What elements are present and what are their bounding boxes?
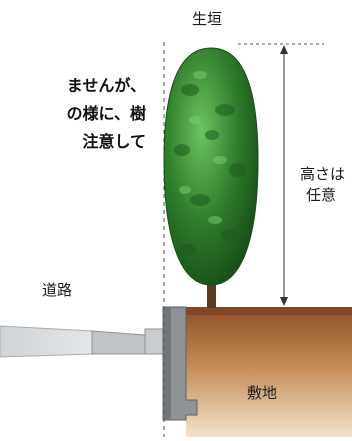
road-surface xyxy=(0,325,164,358)
hedge-tree xyxy=(163,47,259,308)
road-label: 道路 xyxy=(42,281,73,299)
site-label: 敷地 xyxy=(247,384,278,402)
body-text-line-3: 注意して xyxy=(82,132,146,151)
height-dimension-arrow xyxy=(280,45,288,306)
retaining-wall xyxy=(162,306,198,421)
site-ground xyxy=(186,307,352,437)
tree-foliage xyxy=(163,47,259,286)
height-label-line-2: 任意 xyxy=(306,186,337,204)
hedge-label: 生垣 xyxy=(192,10,223,28)
height-label-line-1: 高さは xyxy=(300,165,346,183)
tree-trunk xyxy=(207,276,216,308)
body-text-line-1: ませんが、 xyxy=(66,76,146,95)
body-text-line-2: の様に、樹 xyxy=(66,104,146,123)
cropped-body-text: ませんが、 の様に、樹 注意して xyxy=(0,72,146,156)
